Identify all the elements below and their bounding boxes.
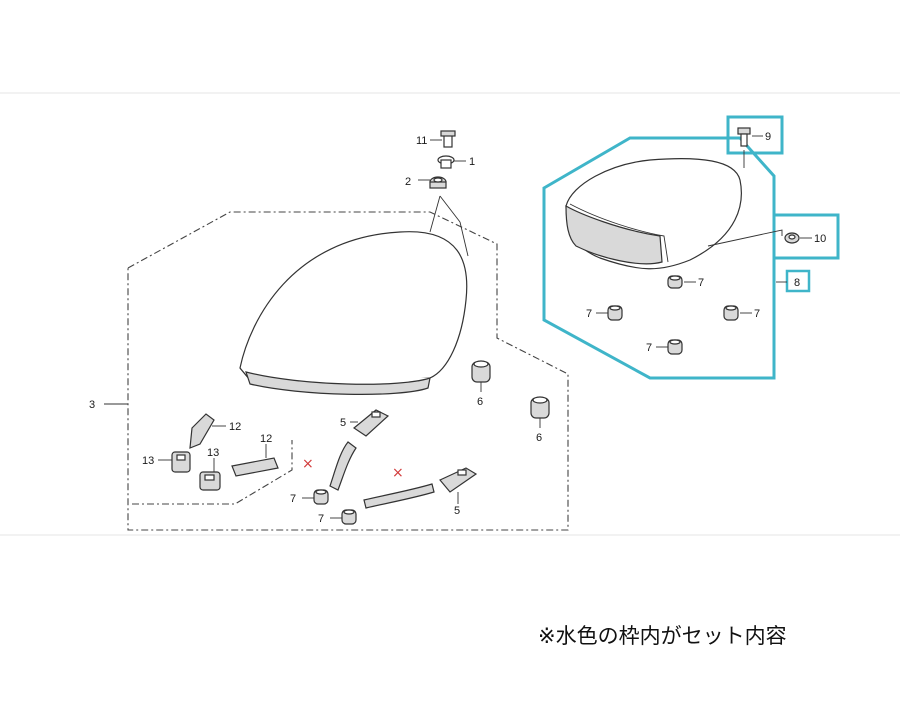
nut-7-b [341, 509, 357, 525]
leader-seat-bolt-c [439, 195, 461, 223]
label-7e: 7 [754, 308, 760, 320]
label-7b: 7 [318, 513, 324, 525]
label-7d: 7 [586, 308, 592, 320]
bolt-9 [737, 127, 751, 147]
label-7f: 7 [646, 342, 652, 354]
label-1: 1 [469, 156, 475, 168]
pillion-seat [565, 158, 742, 270]
label-13b: 13 [207, 447, 219, 459]
nut-7-f [667, 339, 683, 355]
washer-10 [784, 232, 800, 244]
set-contents-outline [542, 136, 776, 380]
label-13a: 13 [142, 455, 154, 467]
set-contents-note: ※水色の枠内がセット内容 [538, 624, 787, 648]
sub-group-outline [132, 440, 293, 505]
main-seat [239, 231, 468, 396]
rubber-6-b [530, 396, 550, 419]
cross-mark-a: × [302, 456, 314, 472]
pad-12-a [189, 413, 215, 449]
label-7a: 7 [290, 493, 296, 505]
bracket-5-a [352, 409, 390, 437]
plate-curved-b [363, 483, 435, 509]
label-5b: 5 [454, 505, 460, 517]
label-6a: 6 [477, 396, 483, 408]
label-12a: 12 [229, 421, 241, 433]
set-box-9 [726, 115, 784, 155]
label-3: 3 [89, 399, 95, 411]
label-10: 10 [814, 233, 826, 245]
main-seat-group-outline [127, 211, 569, 531]
cross-mark-b: × [392, 465, 404, 481]
nut-7-a [313, 489, 329, 505]
nut-7-e [723, 305, 739, 321]
bolt-11 [440, 130, 456, 148]
rubber-6-a [471, 360, 491, 383]
label-2: 2 [405, 176, 411, 188]
clip-13-a [171, 451, 191, 473]
clip-13-b [199, 471, 221, 491]
plate-curved-a [329, 441, 357, 491]
label-12b: 12 [260, 433, 272, 445]
pad-12-b [231, 457, 279, 477]
label-6b: 6 [536, 432, 542, 444]
nut-7-d [607, 305, 623, 321]
nut-7-c [667, 275, 683, 289]
bracket-5-b [439, 467, 478, 493]
label-11: 11 [416, 135, 427, 147]
leader-seat-bolt-a [429, 195, 441, 233]
grommet-2 [429, 176, 447, 189]
set-box-8 [785, 269, 811, 293]
collar-1 [437, 155, 455, 169]
set-box-10 [774, 213, 840, 260]
label-7c: 7 [698, 277, 704, 289]
label-9: 9 [765, 131, 771, 143]
label-5a: 5 [340, 417, 346, 429]
leader-washer-seat [707, 229, 783, 247]
leader-seat-bolt-b [459, 221, 469, 257]
label-8: 8 [794, 277, 800, 289]
